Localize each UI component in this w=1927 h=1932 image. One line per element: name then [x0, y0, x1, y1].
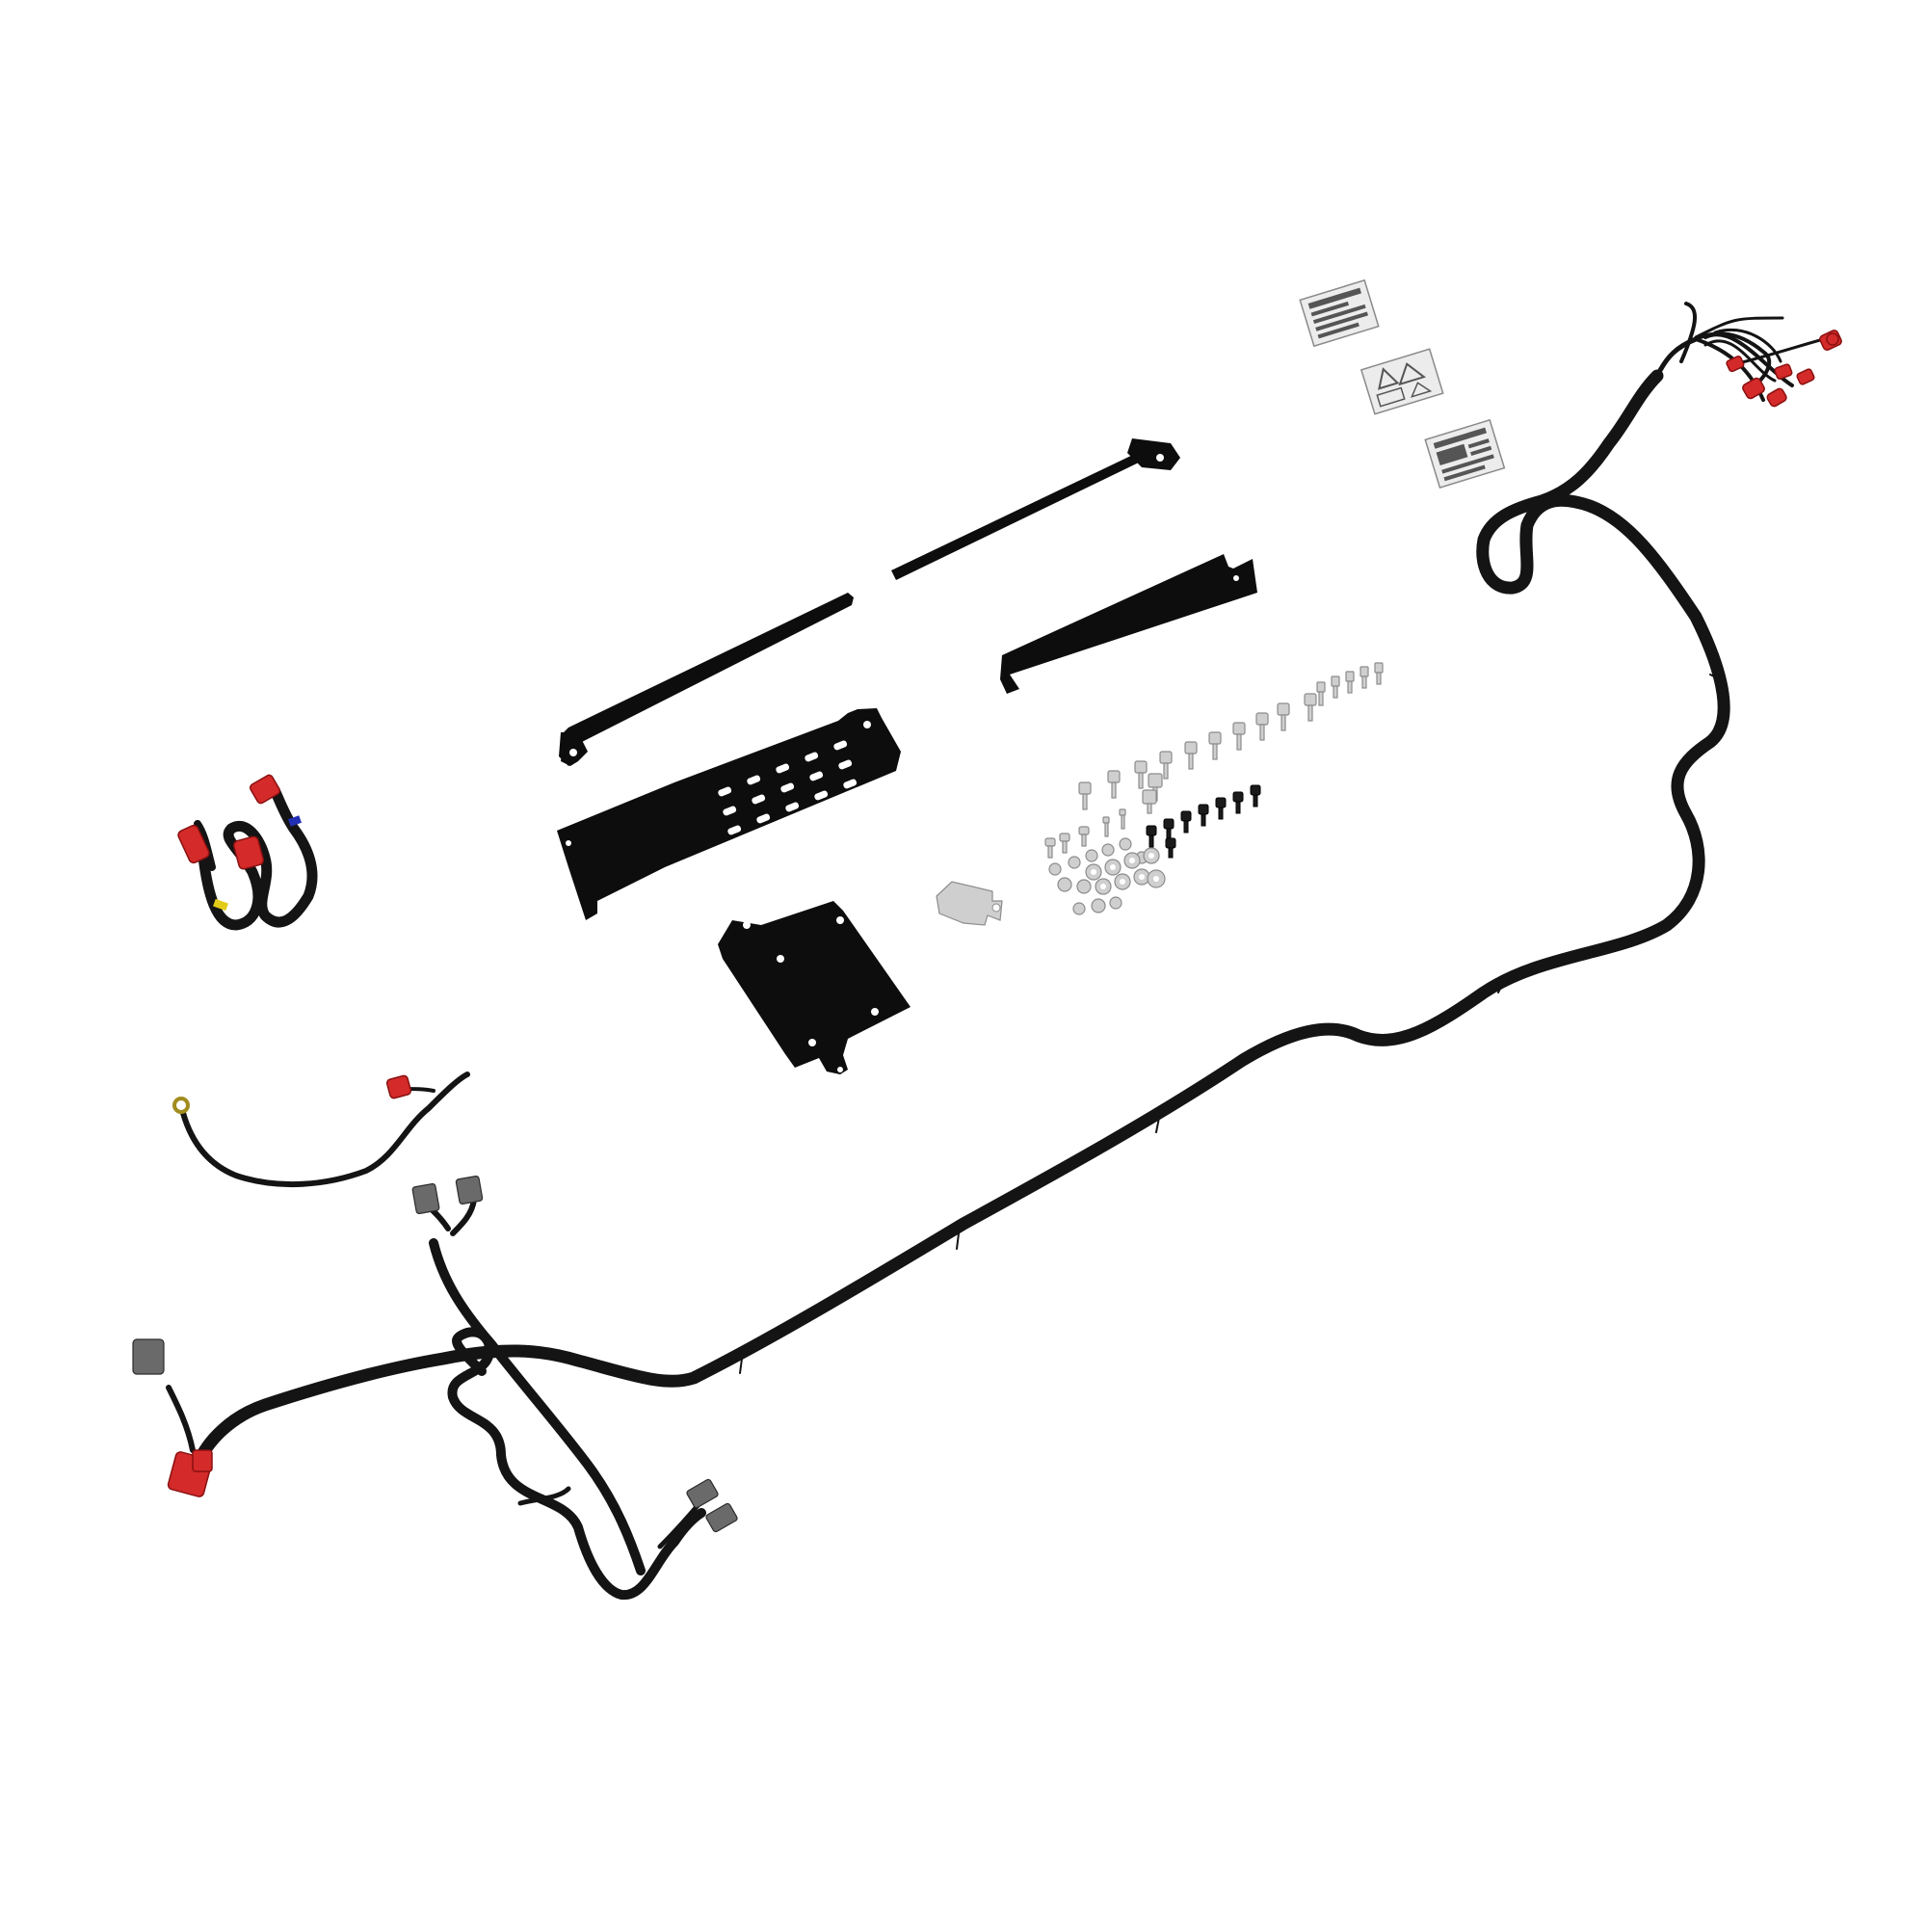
support-bar-icon: [559, 438, 1257, 766]
main-wiring-harness-icon: [132, 302, 1842, 1601]
ground-cable-icon: [172, 1072, 470, 1188]
battery-tray-icon: [557, 708, 901, 920]
mounting-bracket-icon: [718, 901, 911, 1074]
hardware-kit-icon: [1044, 662, 1384, 915]
battery-cable-icon: [177, 774, 318, 931]
warning-label-icon: [1299, 278, 1506, 489]
small-bracket-icon: [936, 881, 1003, 926]
